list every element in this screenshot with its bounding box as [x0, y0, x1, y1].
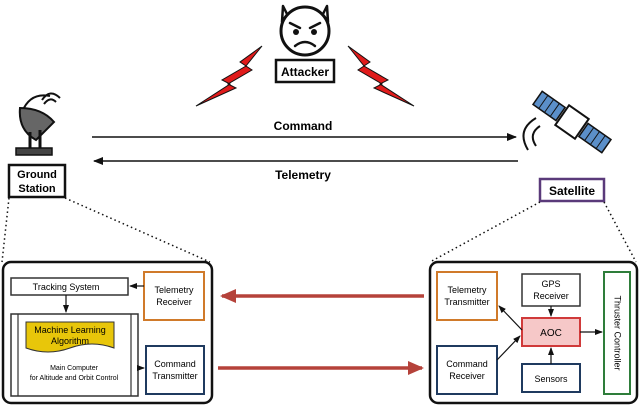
- zoom-line-ground-left: [1, 197, 10, 263]
- telemetry-transmitter-box: [436, 271, 498, 321]
- ml-algorithm-box: [25, 321, 115, 353]
- ml-algorithm-line1: Machine Learning: [34, 325, 106, 335]
- command-transmitter-line2: Transmitter: [152, 371, 197, 381]
- aoc-label: AOC: [540, 328, 562, 339]
- satellite-label: Satellite: [549, 184, 595, 198]
- main-computer-line2: for Altitude and Orbit Control: [30, 375, 119, 382]
- thruster-controller-label: Thruster Controller: [613, 295, 623, 370]
- command-to-aoc-arrow: [496, 335, 521, 361]
- telemetry-receiver-line2: Receiver: [156, 297, 192, 307]
- lightning-right-icon: [347, 45, 415, 107]
- command-receiver-box: [436, 345, 498, 395]
- zoom-line-sat-left: [429, 201, 541, 263]
- telemetry-link-label: Telemetry: [275, 168, 331, 182]
- attacker-label-box: [274, 58, 336, 84]
- telemetry-transmitter-line1: Telemetry: [447, 285, 487, 295]
- devil-face-icon: [279, 4, 331, 57]
- command-transmitter-line1: Command: [154, 359, 196, 369]
- command-transmitter-box: [145, 345, 205, 395]
- thruster-controller-box: [603, 271, 631, 395]
- command-receiver-line2: Receiver: [449, 371, 485, 381]
- main-computer-line1: Main Computer: [50, 365, 99, 372]
- gps-receiver-line1: GPS: [541, 279, 560, 289]
- satellite-icon: [522, 90, 613, 154]
- telemetry-receiver-box: [143, 271, 205, 321]
- satellite-dish-icon: [15, 92, 61, 156]
- command-link-label: Command: [274, 119, 333, 133]
- satellite-panel: Telemetry Transmitter GPS Receiver AOC C…: [428, 260, 639, 405]
- tracking-system-label: Tracking System: [33, 282, 100, 292]
- sensors-label: Sensors: [534, 374, 568, 384]
- ground-station-label-line2: Station: [18, 183, 56, 195]
- telemetry-receiver-line1: Telemetry: [154, 285, 194, 295]
- telemetry-transmitter-line2: Transmitter: [444, 297, 489, 307]
- command-receiver-line1: Command: [446, 359, 488, 369]
- ground-station-label-line1: Ground: [17, 169, 57, 181]
- lightning-left-icon: [195, 45, 263, 107]
- gps-receiver-line2: Receiver: [533, 291, 569, 301]
- zoom-line-sat-right: [603, 201, 637, 263]
- attacker-group: Attacker: [195, 4, 415, 107]
- satellite-label-box: [538, 177, 606, 203]
- ml-algorithm-line2: Algorithm: [51, 336, 89, 346]
- aoc-to-telemetry-arrow: [498, 305, 523, 331]
- ground-station-label-box: [7, 163, 67, 199]
- zoom-line-ground-right: [64, 197, 211, 263]
- attacker-label: Attacker: [281, 65, 329, 79]
- ground-panel: Tracking System Telemetry Receiver Machi…: [1, 260, 214, 405]
- gps-receiver-box: [521, 273, 581, 307]
- tracking-system-box: [10, 277, 129, 296]
